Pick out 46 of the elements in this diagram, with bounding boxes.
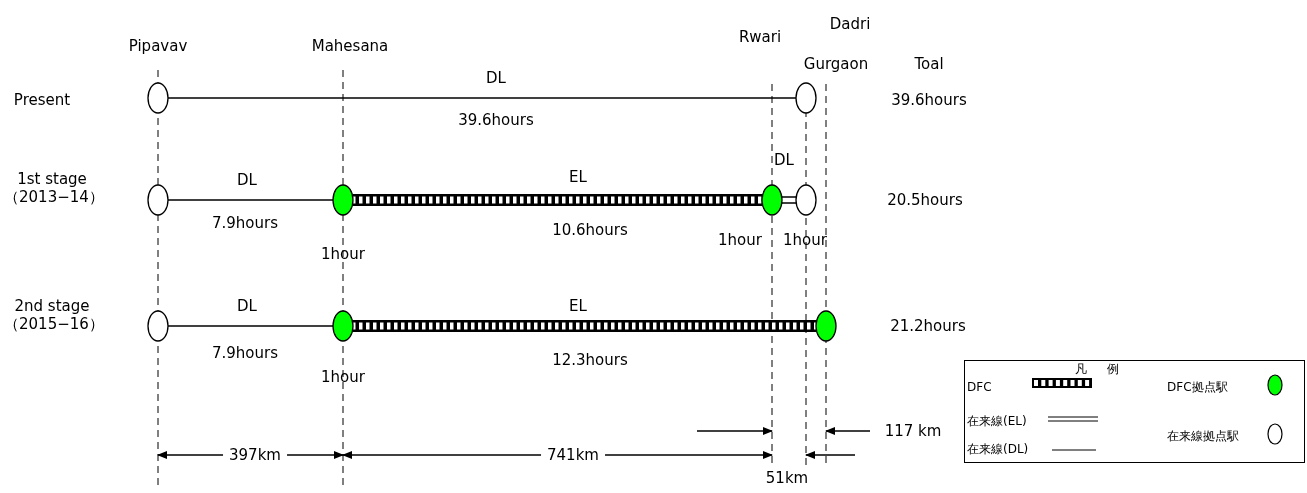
station-marker bbox=[331, 183, 355, 217]
column-heading: Toal bbox=[914, 55, 944, 73]
legend-label: 在来線(DL) bbox=[967, 440, 1029, 458]
stop-time: 1hour bbox=[321, 245, 365, 263]
edge-label: DL bbox=[774, 151, 794, 169]
total-time: 20.5hours bbox=[887, 191, 963, 209]
distance-label: 117 km bbox=[884, 422, 942, 440]
travel-time: 12.3hours bbox=[552, 351, 628, 369]
stop-time: 1hour bbox=[783, 231, 827, 249]
total-time: 21.2hours bbox=[890, 317, 966, 335]
row-label: 1st stage （2013−14） bbox=[4, 170, 100, 206]
station-name: Mahesana bbox=[311, 37, 389, 55]
station-marker bbox=[331, 309, 355, 343]
edge-label: EL bbox=[569, 297, 587, 315]
legend-title: 凡例 bbox=[1074, 361, 1138, 377]
station-marker bbox=[760, 183, 784, 217]
station-name: Gurgaon bbox=[803, 55, 869, 73]
station-marker bbox=[814, 309, 838, 343]
stop-time: 1hour bbox=[718, 231, 762, 249]
freight-corridor-line bbox=[353, 320, 816, 332]
legend-label: DFC bbox=[967, 380, 992, 394]
distance-label: 51km bbox=[765, 469, 809, 487]
legend-label: 在来線拠点駅 bbox=[1167, 427, 1239, 445]
freight-corridor-line bbox=[353, 194, 762, 206]
station-marker bbox=[146, 183, 170, 217]
travel-time: 39.6hours bbox=[458, 111, 534, 129]
edge-label: DL bbox=[237, 171, 257, 189]
travel-time: 7.9hours bbox=[212, 214, 278, 232]
station-marker bbox=[146, 309, 170, 343]
station-name: Dadri bbox=[829, 15, 871, 33]
edge-label: DL bbox=[237, 297, 257, 315]
stop-time: 1hour bbox=[321, 368, 365, 386]
edge-label: EL bbox=[569, 168, 587, 186]
edge-label: DL bbox=[486, 69, 506, 87]
travel-time: 7.9hours bbox=[212, 344, 278, 362]
station-marker bbox=[794, 183, 818, 217]
station-marker bbox=[794, 81, 818, 115]
row-label: 2nd stage （2015−16） bbox=[4, 297, 100, 333]
total-time: 39.6hours bbox=[891, 91, 967, 109]
row-label: Present bbox=[13, 91, 71, 109]
legend-label: 在来線(EL) bbox=[967, 412, 1027, 430]
double-track-line bbox=[781, 196, 797, 204]
legend-label: DFC拠点駅 bbox=[1167, 378, 1228, 396]
station-marker bbox=[146, 81, 170, 115]
station-name: Rwari bbox=[738, 28, 782, 46]
travel-time: 10.6hours bbox=[552, 221, 628, 239]
